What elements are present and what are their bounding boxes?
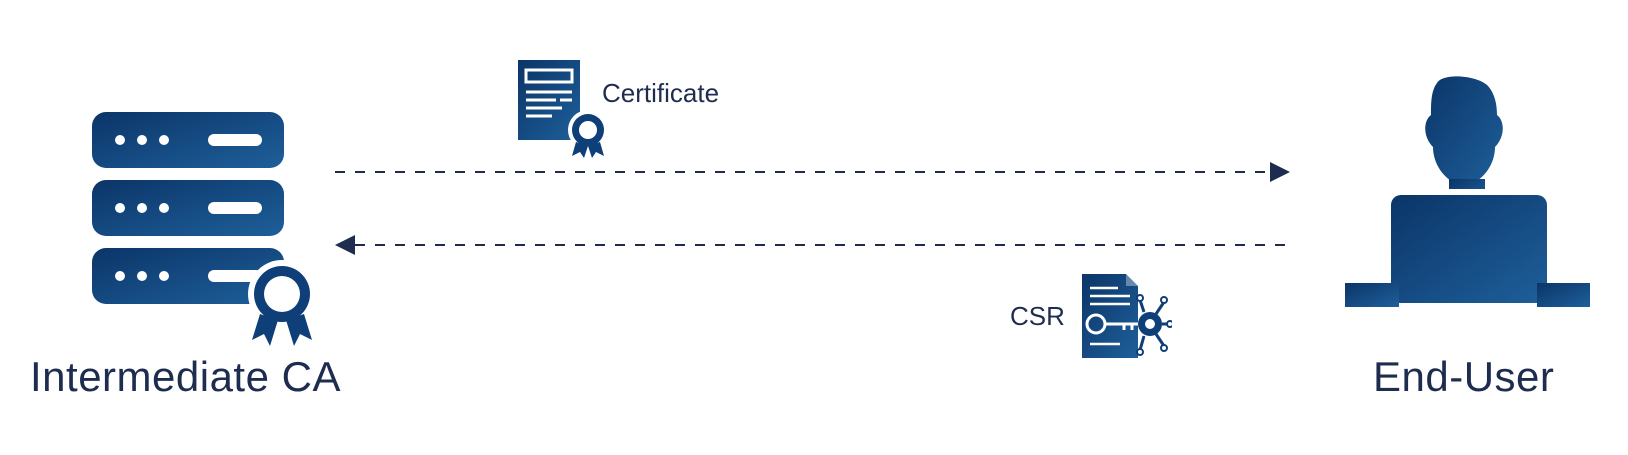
node-label-intermediate-ca: Intermediate CA — [30, 353, 341, 400]
flow-label-certificate: Certificate — [602, 78, 720, 108]
user-laptop-icon — [1345, 76, 1590, 307]
csr-key-document-icon — [1082, 274, 1172, 358]
node-label-end-user: End-User — [1373, 353, 1555, 400]
certificate-document-icon — [518, 60, 608, 158]
flow-label-csr: CSR — [1010, 301, 1065, 331]
csr-arrow — [335, 235, 1290, 255]
certificate-arrow — [335, 162, 1290, 182]
server-certificate-icon — [92, 112, 316, 346]
